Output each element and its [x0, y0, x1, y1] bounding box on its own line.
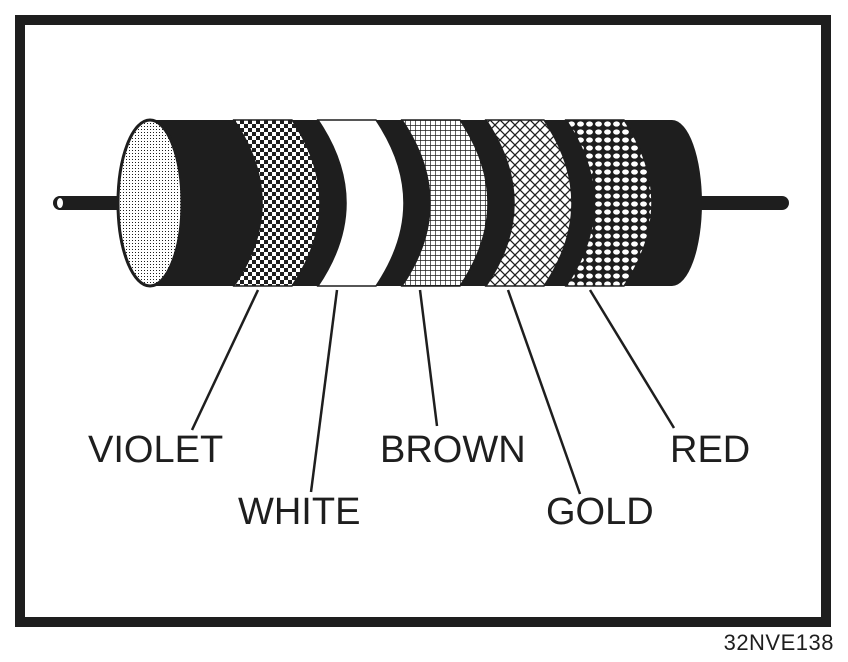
leader-gold [506, 289, 582, 495]
leader-brown [418, 289, 439, 427]
label-brown: BROWN [380, 429, 526, 471]
band-violet [232, 119, 321, 287]
left-lead-tip [55, 196, 65, 210]
band-gold [484, 119, 573, 287]
label-red: RED [670, 429, 750, 471]
label-violet: VIOLET [88, 429, 223, 471]
leader-red [588, 289, 676, 429]
figure-id: 32NVE138 [723, 630, 834, 655]
band-red [564, 119, 653, 287]
leader-violet [190, 289, 260, 431]
leader-lines [190, 289, 676, 495]
leader-white [309, 289, 339, 493]
bands [232, 119, 653, 287]
resistor-end-cap [116, 118, 184, 288]
label-gold: GOLD [546, 491, 654, 533]
label-white: WHITE [238, 491, 360, 533]
band-brown [400, 119, 489, 287]
band-white [316, 119, 405, 287]
